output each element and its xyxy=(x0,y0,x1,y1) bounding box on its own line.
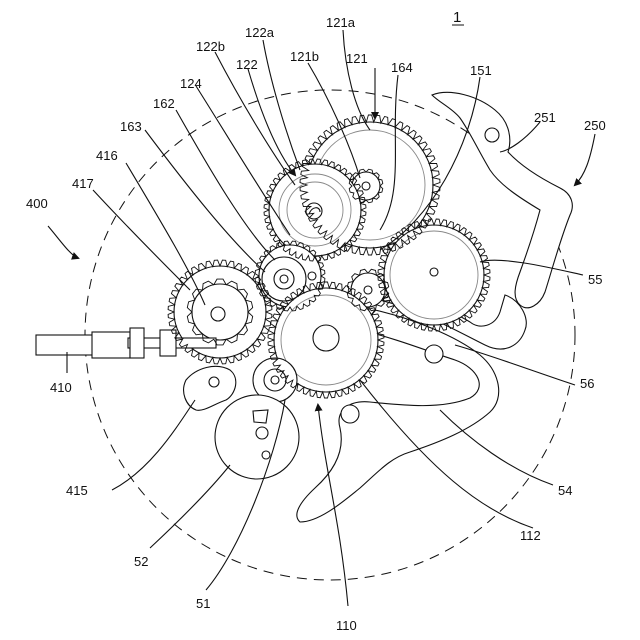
pinion-121b-hole xyxy=(362,182,370,190)
callout-51: 51 xyxy=(196,596,210,611)
callout-410: 410 xyxy=(50,380,72,395)
callout-122a: 122a xyxy=(245,25,275,40)
callout-121b: 121b xyxy=(290,49,319,64)
disc-52-hole xyxy=(256,427,268,439)
disc-52-slot xyxy=(253,410,268,423)
stem-410 xyxy=(36,335,96,355)
callout-416: 416 xyxy=(96,148,118,163)
stem-pinion-2 xyxy=(160,330,176,356)
callout-417: 417 xyxy=(72,176,94,191)
stem-collar xyxy=(92,332,130,358)
gear-163-hole xyxy=(280,275,288,283)
callout-54: 54 xyxy=(558,483,572,498)
plate-hole-a xyxy=(425,345,443,363)
stem-pinion xyxy=(130,328,144,358)
callout-415: 415 xyxy=(66,483,88,498)
pinion-151-hole xyxy=(364,286,372,294)
lever-pivot-hole xyxy=(485,128,499,142)
plate-hole-b xyxy=(341,405,359,423)
gear-112-hole xyxy=(313,325,339,351)
callout-162: 162 xyxy=(153,96,175,111)
lever-415-hole xyxy=(209,377,219,387)
callout-110: 110 xyxy=(336,618,357,633)
gear-55-hole xyxy=(430,268,438,276)
wheel-51-hole xyxy=(271,376,279,384)
callout-164: 164 xyxy=(391,60,413,75)
callout-151: 151 xyxy=(470,63,492,78)
callout-124: 124 xyxy=(180,76,202,91)
callout-52: 52 xyxy=(134,554,148,569)
callout-112: 112 xyxy=(520,528,541,543)
callout-122b: 122b xyxy=(196,39,225,54)
callout-400: 400 xyxy=(26,196,48,211)
callout-56: 56 xyxy=(580,376,594,391)
callout-250: 250 xyxy=(584,118,606,133)
callout-121: 121 xyxy=(346,51,368,66)
small-screw xyxy=(308,272,316,280)
lever-415 xyxy=(184,366,236,410)
figure-number: 1 xyxy=(453,9,461,26)
callout-122: 122 xyxy=(236,57,258,72)
gear-416-hole xyxy=(211,307,225,321)
callout-163: 163 xyxy=(120,119,142,134)
callout-251: 251 xyxy=(534,110,556,125)
callout-121a: 121a xyxy=(326,15,356,30)
disc-52-hole-2 xyxy=(262,451,270,459)
callout-55: 55 xyxy=(588,272,602,287)
